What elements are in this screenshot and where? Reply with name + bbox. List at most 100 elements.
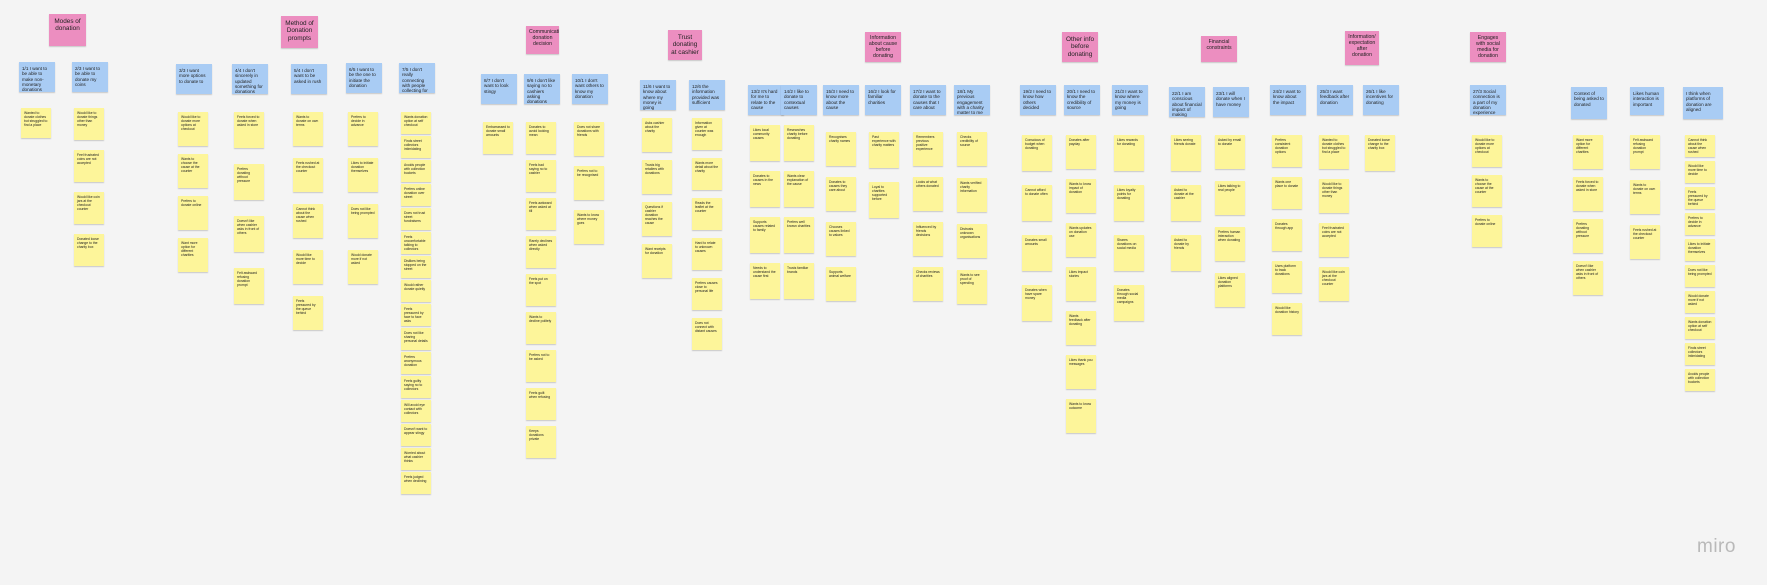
question-note[interactable]: 3/3 I want more options to donate to bbox=[176, 64, 212, 94]
sticky-note[interactable]: Likes aligned donation platforms bbox=[1215, 273, 1245, 307]
question-note[interactable]: 12/6 the information provided was suffic… bbox=[689, 80, 725, 110]
sticky-note[interactable]: Wants to know impact of donation bbox=[1066, 179, 1096, 213]
sticky-note[interactable]: Wants donation option at self checkout bbox=[401, 112, 431, 134]
sticky-note[interactable]: Reads the leaflet at the counter bbox=[692, 198, 722, 230]
sticky-note[interactable]: Wants to know outcome bbox=[1066, 399, 1096, 433]
question-note[interactable]: 1/1 I want to be able to make non-moneta… bbox=[19, 62, 55, 92]
sticky-note[interactable]: Loyal to charities supported before bbox=[869, 182, 899, 218]
sticky-note[interactable]: Feels pressured by face to face asks bbox=[401, 304, 431, 326]
sticky-note[interactable]: Avoids people with collection buckets bbox=[401, 160, 431, 182]
question-note[interactable]: 17/2 I want to donate to the causes that… bbox=[910, 85, 946, 115]
question-note[interactable]: I think when platforms of donation are a… bbox=[1683, 87, 1723, 119]
sticky-note[interactable]: Donates after payday bbox=[1066, 135, 1096, 169]
question-note[interactable]: 8/7 I don't want to look stingy bbox=[481, 74, 517, 104]
sticky-note[interactable]: Likes local community causes bbox=[750, 125, 780, 161]
sticky-note[interactable]: Wants more detail about the charity bbox=[692, 158, 722, 190]
sticky-note[interactable]: Checks reviews of charities bbox=[913, 267, 943, 301]
sticky-note[interactable]: Doesn't like when cashier asks in front … bbox=[1573, 261, 1603, 295]
sticky-note[interactable]: Feels put on the spot bbox=[526, 274, 556, 306]
question-note[interactable]: 25/3 I want feedback after donation bbox=[1317, 85, 1353, 115]
sticky-note[interactable]: Conscious of budget when donating bbox=[1022, 135, 1052, 171]
theme-note[interactable]: Communicating donation decision bbox=[526, 26, 559, 54]
sticky-note[interactable]: Prefers well known charities bbox=[784, 217, 814, 253]
sticky-note[interactable]: Does not connect with distant causes bbox=[692, 318, 722, 350]
sticky-note[interactable]: Wants to see proof of spending bbox=[957, 270, 987, 304]
sticky-note[interactable]: Supports causes related to family bbox=[750, 217, 780, 253]
sticky-note[interactable]: Prefers anonymous donation bbox=[401, 352, 431, 374]
sticky-note[interactable]: Wanted to donate clothes but struggled t… bbox=[1319, 135, 1349, 169]
sticky-note[interactable]: Feels uncomfortable talking to collector… bbox=[401, 232, 431, 254]
question-note[interactable]: 9/6 I don't like saying no to cashiers a… bbox=[524, 74, 560, 104]
sticky-note[interactable]: Will avoid eye contact with collectors bbox=[401, 400, 431, 422]
question-note[interactable]: 6/5 I want to be the one to initiate the… bbox=[346, 63, 382, 93]
question-note[interactable]: Context of being asked to donated bbox=[1571, 87, 1607, 119]
sticky-note[interactable]: Wants to choose the cause at the counter bbox=[178, 154, 208, 188]
sticky-note[interactable]: Wants to choose the cause at the counter bbox=[1472, 175, 1502, 207]
sticky-note[interactable]: Feels judged when declining bbox=[401, 472, 431, 494]
sticky-note[interactable]: Donates through app bbox=[1272, 219, 1302, 251]
sticky-note[interactable]: Needs to understand the cause first bbox=[750, 263, 780, 299]
sticky-note[interactable]: Would like to donate more options at che… bbox=[1472, 135, 1502, 167]
sticky-note[interactable]: Does not like sharing personal details bbox=[401, 328, 431, 350]
sticky-note[interactable]: Prefers not to be asked bbox=[526, 350, 556, 382]
sticky-note[interactable]: Prefers donating without pressure bbox=[234, 164, 264, 200]
sticky-note[interactable]: Uses platform to track donations bbox=[1272, 261, 1302, 293]
question-note[interactable]: 2/3 I want to be able to donate my coins bbox=[72, 62, 108, 92]
sticky-note[interactable]: Prefers consistent donation options bbox=[1272, 135, 1302, 167]
sticky-note[interactable]: Cannot afford to donate often bbox=[1022, 185, 1052, 221]
sticky-note[interactable]: Wants to know where money goes bbox=[574, 210, 604, 244]
question-note[interactable]: 21/3 I want to know where my money is go… bbox=[1112, 85, 1148, 115]
question-note[interactable]: 26/1 I like incentives for donating bbox=[1363, 85, 1399, 115]
sticky-note[interactable]: Feels rushed at the checkout counter bbox=[1630, 225, 1660, 259]
question-note[interactable]: 13/2 It's hard for me to relate to the c… bbox=[748, 85, 784, 115]
sticky-note[interactable]: Distrusts unknown organisations bbox=[957, 224, 987, 258]
sticky-note[interactable]: Prefers to decide in advance bbox=[1685, 213, 1715, 235]
sticky-note[interactable]: Prefers to donate online bbox=[178, 196, 208, 230]
sticky-note[interactable]: Feel frustrated coins are not accepted bbox=[74, 150, 104, 182]
question-note[interactable]: 10/1 I don't want others to know my dona… bbox=[572, 74, 608, 104]
sticky-note[interactable]: Does not like being prompted bbox=[348, 204, 378, 238]
sticky-note[interactable]: Wants verified charity information bbox=[957, 178, 987, 212]
sticky-note[interactable]: Feels forced to donate when asked in sto… bbox=[234, 112, 264, 148]
sticky-note[interactable]: Felt awkward refusing donation prompt bbox=[1630, 135, 1660, 169]
sticky-note[interactable]: Prefers to donate online bbox=[1472, 215, 1502, 247]
sticky-note[interactable]: Asked by email to donate bbox=[1215, 135, 1245, 169]
sticky-note[interactable]: Prefers human interaction when donating bbox=[1215, 227, 1245, 261]
sticky-note[interactable]: Avoids people with collection buckets bbox=[1685, 369, 1715, 391]
sticky-note[interactable]: Want more option for different charities bbox=[1573, 135, 1603, 169]
sticky-note[interactable]: Remembers previous positive experience bbox=[913, 132, 943, 166]
sticky-note[interactable]: Would like to donate more options at che… bbox=[178, 112, 208, 146]
sticky-note[interactable]: Donates to avoid looking mean bbox=[526, 122, 556, 154]
sticky-note[interactable]: Feels awkward when asked at till bbox=[526, 198, 556, 230]
sticky-note[interactable]: Cannot think about the cause when rushed bbox=[293, 204, 323, 238]
theme-note[interactable]: Information/ expectation after donation bbox=[1345, 31, 1379, 65]
sticky-note[interactable]: Chooses causes linked to values bbox=[826, 222, 856, 256]
sticky-note[interactable]: Donated loose change to the charity box bbox=[74, 234, 104, 266]
sticky-note[interactable]: Likes to initiate donation themselves bbox=[1685, 239, 1715, 261]
sticky-note[interactable]: Donates when have spare money bbox=[1022, 285, 1052, 321]
sticky-note[interactable]: Wants clear explanation of the cause bbox=[784, 171, 814, 207]
theme-note[interactable]: Method of Donation prompts bbox=[281, 16, 318, 48]
sticky-note[interactable]: Finds street collectors intimidating bbox=[401, 136, 431, 158]
sticky-note[interactable]: Worried about what cashier thinks bbox=[401, 448, 431, 470]
sticky-note[interactable]: Doesn't want to appear stingy bbox=[401, 424, 431, 446]
sticky-note[interactable]: Looks at what others donated bbox=[913, 177, 943, 211]
sticky-note[interactable]: Asks cashier about the charity bbox=[642, 118, 672, 152]
sticky-note[interactable]: Hard to relate to unknown causes bbox=[692, 238, 722, 270]
sticky-note[interactable]: Would like coin jars at the checkout cou… bbox=[74, 192, 104, 224]
sticky-note[interactable]: Information given at counter was enough bbox=[692, 118, 722, 150]
sticky-note[interactable]: Supports animal welfare bbox=[826, 267, 856, 301]
sticky-note[interactable]: Asked to donate at the cashier bbox=[1171, 185, 1201, 221]
sticky-note[interactable]: Questions if cashier donation reaches th… bbox=[642, 202, 672, 236]
sticky-note[interactable]: Does not share donations with friends bbox=[574, 122, 604, 156]
sticky-note[interactable]: Wants feedback after donating bbox=[1066, 311, 1096, 345]
sticky-note[interactable]: Donates through social media campaigns bbox=[1114, 285, 1144, 321]
question-note[interactable]: 27/3 Social connection is a part of my d… bbox=[1470, 85, 1506, 115]
sticky-note[interactable]: Feels forced to donate when asked in sto… bbox=[1573, 177, 1603, 211]
sticky-note[interactable]: Dislikes being stopped on the street bbox=[401, 256, 431, 278]
sticky-note[interactable]: Wants updates on donation use bbox=[1066, 223, 1096, 257]
sticky-note[interactable]: Rarely declines when asked directly bbox=[526, 236, 556, 268]
sticky-note[interactable]: Would like to donate things other than m… bbox=[74, 108, 104, 140]
sticky-note[interactable]: Would donate more if not asked bbox=[348, 250, 378, 284]
sticky-note[interactable]: Researches charity before donating bbox=[784, 125, 814, 161]
